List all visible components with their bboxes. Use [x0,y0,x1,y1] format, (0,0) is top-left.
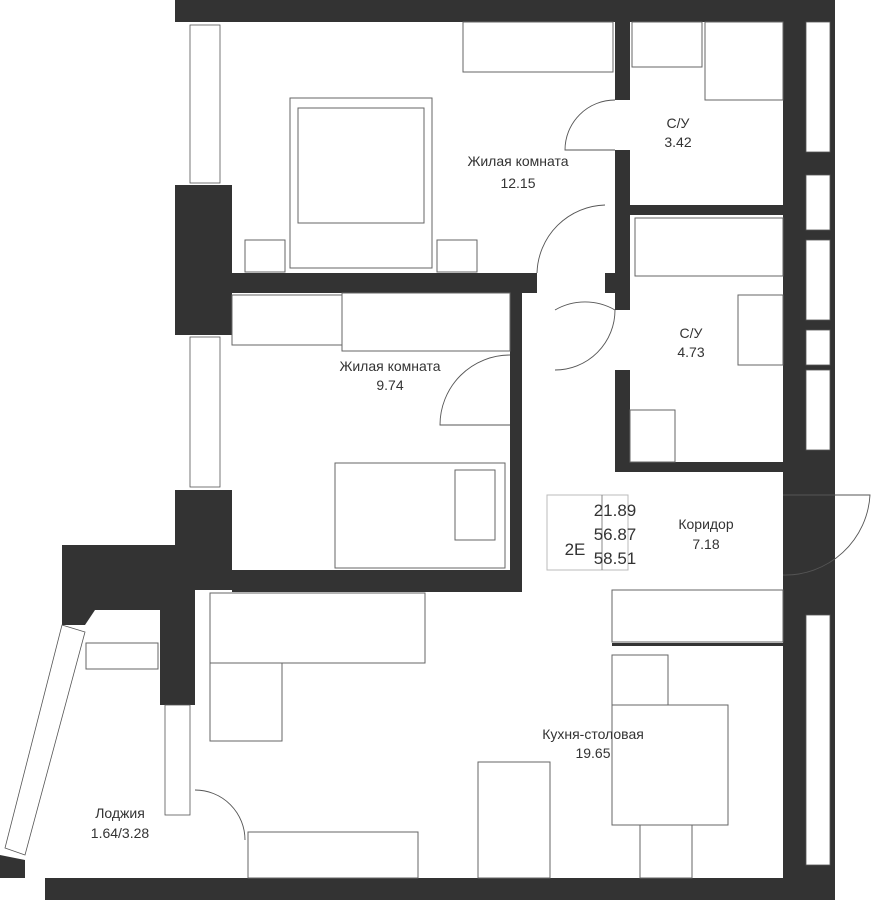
room-name: Жилая комната [467,153,568,169]
total-area: 56.87 [594,525,637,544]
room-name: Лоджия [95,805,145,821]
room-name: С/У [680,325,703,341]
total-area-with-loggia: 58.51 [594,549,637,568]
room-name: Коридор [678,516,734,532]
room-bathroom-1: С/У 3.42 [664,115,691,150]
room-area: 9.74 [376,377,403,393]
room-area: 7.18 [692,536,719,552]
room-name: С/У [667,115,690,131]
apartment-info-box: 2E 21.89 56.87 58.51 [546,494,637,571]
room-bathroom-2: С/У 4.73 [677,325,704,360]
living-area: 21.89 [594,501,637,520]
room-area: 1.64/3.28 [91,825,150,841]
windows [4,21,831,866]
room-area: 19.65 [575,745,610,761]
room-loggia: Лоджия 1.64/3.28 [91,805,150,841]
walls [0,0,835,900]
room-bedroom-2: Жилая комната 9.74 [339,358,440,393]
room-name: Кухня-столовая [542,726,644,742]
room-area: 4.73 [677,344,704,360]
room-bedroom-1: Жилая комната 12.15 [467,153,568,191]
room-corridor: Коридор 7.18 [678,516,734,552]
room-kitchen-dining: Кухня-столовая 19.65 [542,726,644,761]
doors [194,99,871,841]
room-name: Жилая комната [339,358,440,374]
room-area: 3.42 [664,134,691,150]
room-area: 12.15 [500,175,535,191]
furniture [85,21,784,879]
apartment-type: 2E [565,540,586,559]
